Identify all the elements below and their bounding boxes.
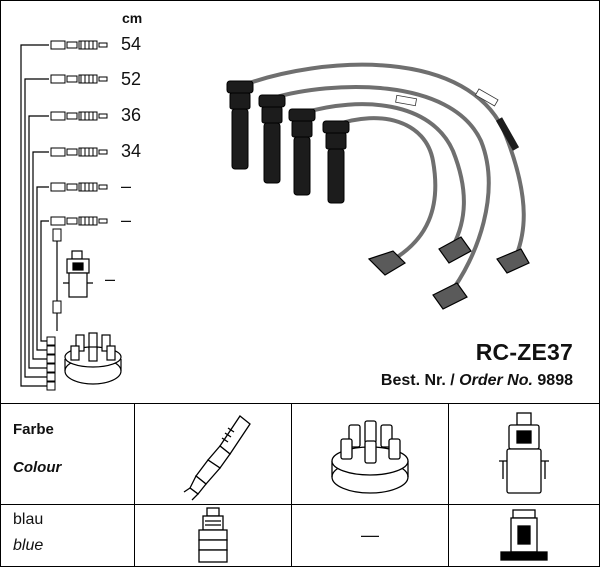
cable-marker-1 xyxy=(395,94,418,107)
distributor-cap-icon xyxy=(331,420,409,494)
cable-marker-2 xyxy=(474,88,499,107)
coil-colour-cell xyxy=(448,503,599,566)
spark-plug-cell xyxy=(134,404,292,505)
order-number: 9898 xyxy=(537,372,573,389)
ignition-cables xyxy=(239,62,526,298)
legend-row-colour: blau blue xyxy=(1,503,599,566)
connector-symbol-5 xyxy=(50,182,108,192)
terminal-stub-6 xyxy=(46,381,56,391)
distributor-cap-cell xyxy=(291,404,449,505)
coil-lead-bottom-connector xyxy=(52,300,62,314)
wire-length-5: – xyxy=(121,176,132,196)
header-farbe: Farbe xyxy=(13,421,54,438)
terminal-stub-1 xyxy=(46,336,56,346)
cap-colour-cell: — xyxy=(291,503,449,566)
cable-set-diagram: cm 54 52 36 34 – – – xyxy=(1,1,599,404)
legend-header-cell: Farbe Colour xyxy=(1,404,135,505)
distributor-cap-symbol xyxy=(64,332,122,385)
schematic-connectors xyxy=(46,40,108,391)
wire-length-3: 36 xyxy=(121,105,142,125)
product-code: RC-ZE37 xyxy=(475,339,573,365)
schematic-line-1 xyxy=(20,44,49,387)
angled-boot-1 xyxy=(367,250,406,276)
plug-boot-3 xyxy=(288,108,316,196)
order-label: Order No. xyxy=(459,372,533,389)
unit-label: cm xyxy=(122,10,143,26)
angled-boots xyxy=(367,236,530,310)
header-colour: Colour xyxy=(13,459,62,476)
wiring-schematic xyxy=(20,40,530,391)
angled-boot-3 xyxy=(496,248,530,274)
colour-legend-table: Farbe Colour xyxy=(1,404,599,566)
connector-symbol-4 xyxy=(50,147,108,157)
order-prefix: Best. Nr. / xyxy=(380,372,455,389)
coil-lead-top-connector xyxy=(52,228,62,242)
wire-length-1: 54 xyxy=(121,34,142,54)
wire-length-6: – xyxy=(121,210,132,230)
order-number-line: Best. Nr. / Order No. 9898 xyxy=(381,372,573,390)
colour-blue: blue xyxy=(13,536,44,554)
terminal-stub-3 xyxy=(46,354,56,364)
spark-plug-icon xyxy=(183,414,251,501)
cable-markers xyxy=(395,88,499,107)
cap-colour-value: — xyxy=(361,524,379,545)
schematic-line-4 xyxy=(32,151,49,360)
coil-connector-icon xyxy=(500,509,548,561)
cable-2 xyxy=(271,84,491,298)
legend-row-icons: Farbe Colour xyxy=(1,404,599,505)
schematic-line-2 xyxy=(24,78,49,378)
wire-length-4: 34 xyxy=(121,141,142,161)
cable-3 xyxy=(301,102,466,248)
coil-symbol xyxy=(63,250,93,298)
terminal-stub-2 xyxy=(46,345,56,355)
angled-boot-4 xyxy=(432,282,468,310)
schematic-line-6 xyxy=(40,220,49,342)
cable-4 xyxy=(334,116,438,265)
wire-length-2: 52 xyxy=(121,69,142,89)
cable-1 xyxy=(239,62,526,265)
plug-boot-4 xyxy=(322,120,350,204)
plug-boot-colour-cell xyxy=(134,503,292,566)
connector-symbol-1 xyxy=(50,40,108,50)
connector-symbol-6 xyxy=(50,216,108,226)
plug-boots xyxy=(226,80,350,204)
schematic-line-3 xyxy=(28,115,49,369)
terminal-stub-4 xyxy=(46,363,56,373)
colour-label-cell: blau blue xyxy=(1,503,135,566)
angled-boot-2 xyxy=(438,236,472,264)
plug-boot-2 xyxy=(258,94,286,184)
connector-symbol-2 xyxy=(50,74,108,84)
colour-blau: blau xyxy=(13,510,44,528)
plug-boot-icon xyxy=(198,507,228,563)
connector-symbol-3 xyxy=(50,111,108,121)
schematic-line-5 xyxy=(36,186,49,351)
ignition-coil-cell xyxy=(448,404,599,505)
plug-boot-1 xyxy=(226,80,254,170)
terminal-stub-5 xyxy=(46,372,56,382)
cable-sleeve xyxy=(495,117,520,151)
coil-length: – xyxy=(105,269,116,289)
schematic-lines xyxy=(20,44,58,387)
ignition-coil-icon xyxy=(499,412,549,494)
